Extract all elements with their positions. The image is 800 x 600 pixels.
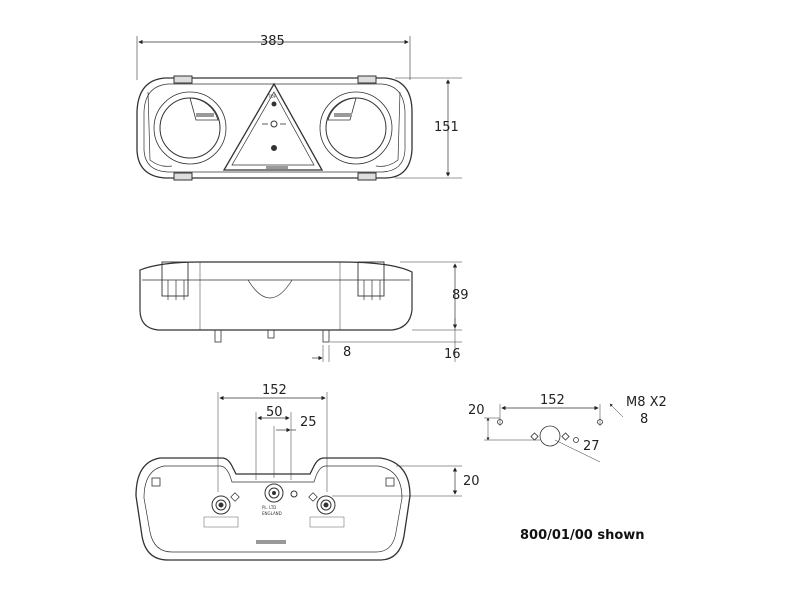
side-clip-left bbox=[161, 261, 189, 297]
side-center-dip bbox=[247, 279, 293, 299]
detail-bolt-label: M8 X2 bbox=[626, 395, 667, 410]
reflector-triangle-inner bbox=[231, 91, 315, 166]
detail-tab-right bbox=[561, 432, 570, 441]
hole-left bbox=[151, 477, 161, 487]
connector-outer bbox=[264, 483, 284, 503]
side-clip-right bbox=[357, 261, 385, 297]
rear-view bbox=[135, 392, 462, 561]
maker-plate-line-1: PL. LTD bbox=[262, 505, 276, 510]
top-mark-label: TOP bbox=[267, 94, 277, 99]
right-lens-sector bbox=[327, 97, 357, 121]
rear-stud-right-outer bbox=[316, 495, 336, 515]
dim-top-width: 385 bbox=[260, 34, 285, 49]
connector-inner bbox=[268, 487, 280, 499]
dim-side-stud: 16 bbox=[444, 347, 461, 362]
left-lens-outer bbox=[153, 91, 227, 165]
rear-tab-right bbox=[308, 492, 318, 502]
left-maker-badge bbox=[196, 113, 214, 117]
dim-side-offset: 8 bbox=[343, 345, 351, 360]
connector-pin bbox=[272, 491, 276, 495]
dim-side-height: 89 bbox=[452, 288, 469, 303]
clip-top-left bbox=[173, 75, 193, 84]
detail-hole-left bbox=[497, 419, 503, 425]
right-stud-plate bbox=[309, 516, 345, 528]
rear-maker-badge bbox=[256, 540, 286, 544]
lamp-housing-outline bbox=[136, 77, 413, 179]
detail-bolt-dim: 8 bbox=[640, 412, 648, 427]
rear-stud-right-inner bbox=[320, 499, 332, 511]
clip-bottom-left bbox=[173, 172, 193, 181]
detail-small-hole bbox=[573, 437, 579, 443]
maker-plate-line-2: ENGLAND bbox=[262, 511, 282, 516]
right-side-segment bbox=[375, 91, 401, 167]
dim-rear-inner: 50 bbox=[266, 405, 283, 420]
rear-tab-left bbox=[230, 492, 240, 502]
hole-right bbox=[385, 477, 395, 487]
stud-center bbox=[267, 329, 275, 339]
detail-span: 152 bbox=[540, 393, 565, 408]
model-caption: 800/01/00 shown bbox=[520, 528, 645, 543]
detail-bolt-leader bbox=[609, 403, 624, 418]
left-stud-plate bbox=[203, 516, 239, 528]
triangle-maker-badge bbox=[266, 166, 288, 169]
left-lens-sector bbox=[189, 97, 219, 121]
rear-stud-left-inner bbox=[215, 499, 227, 511]
right-lens-outer bbox=[319, 91, 393, 165]
detail-tab-left bbox=[530, 432, 539, 441]
dim-rear-right: 20 bbox=[463, 474, 480, 489]
detail-left-offset: 20 bbox=[468, 403, 485, 418]
mounting-detail bbox=[484, 403, 624, 463]
dim-top-height: 151 bbox=[434, 120, 459, 135]
rear-stud-left-outer bbox=[211, 495, 231, 515]
stud-left bbox=[214, 329, 222, 343]
side-view bbox=[139, 261, 462, 362]
dim-rear-span: 152 bbox=[262, 383, 287, 398]
rear-stud-right-core bbox=[323, 502, 329, 508]
stud-right bbox=[322, 329, 330, 343]
clip-top-right bbox=[357, 75, 377, 84]
detail-hole-right bbox=[597, 419, 603, 425]
screw-bottom bbox=[271, 145, 277, 151]
screw-mid bbox=[270, 120, 278, 128]
detail-angle: 27 bbox=[583, 439, 600, 454]
vent-hole bbox=[290, 490, 298, 498]
dim-rear-small: 25 bbox=[300, 415, 317, 430]
reflector-triangle bbox=[222, 82, 324, 171]
screw-top bbox=[271, 101, 277, 107]
top-view bbox=[136, 36, 462, 181]
clip-bottom-right bbox=[357, 172, 377, 181]
left-side-segment bbox=[147, 91, 173, 167]
rear-stud-left-core bbox=[218, 502, 224, 508]
rear-housing-inner bbox=[143, 465, 403, 553]
lamp-housing-inner bbox=[143, 83, 406, 173]
detail-center-hole bbox=[539, 425, 561, 447]
right-maker-badge bbox=[334, 113, 352, 117]
detail-angle-line bbox=[554, 439, 601, 463]
